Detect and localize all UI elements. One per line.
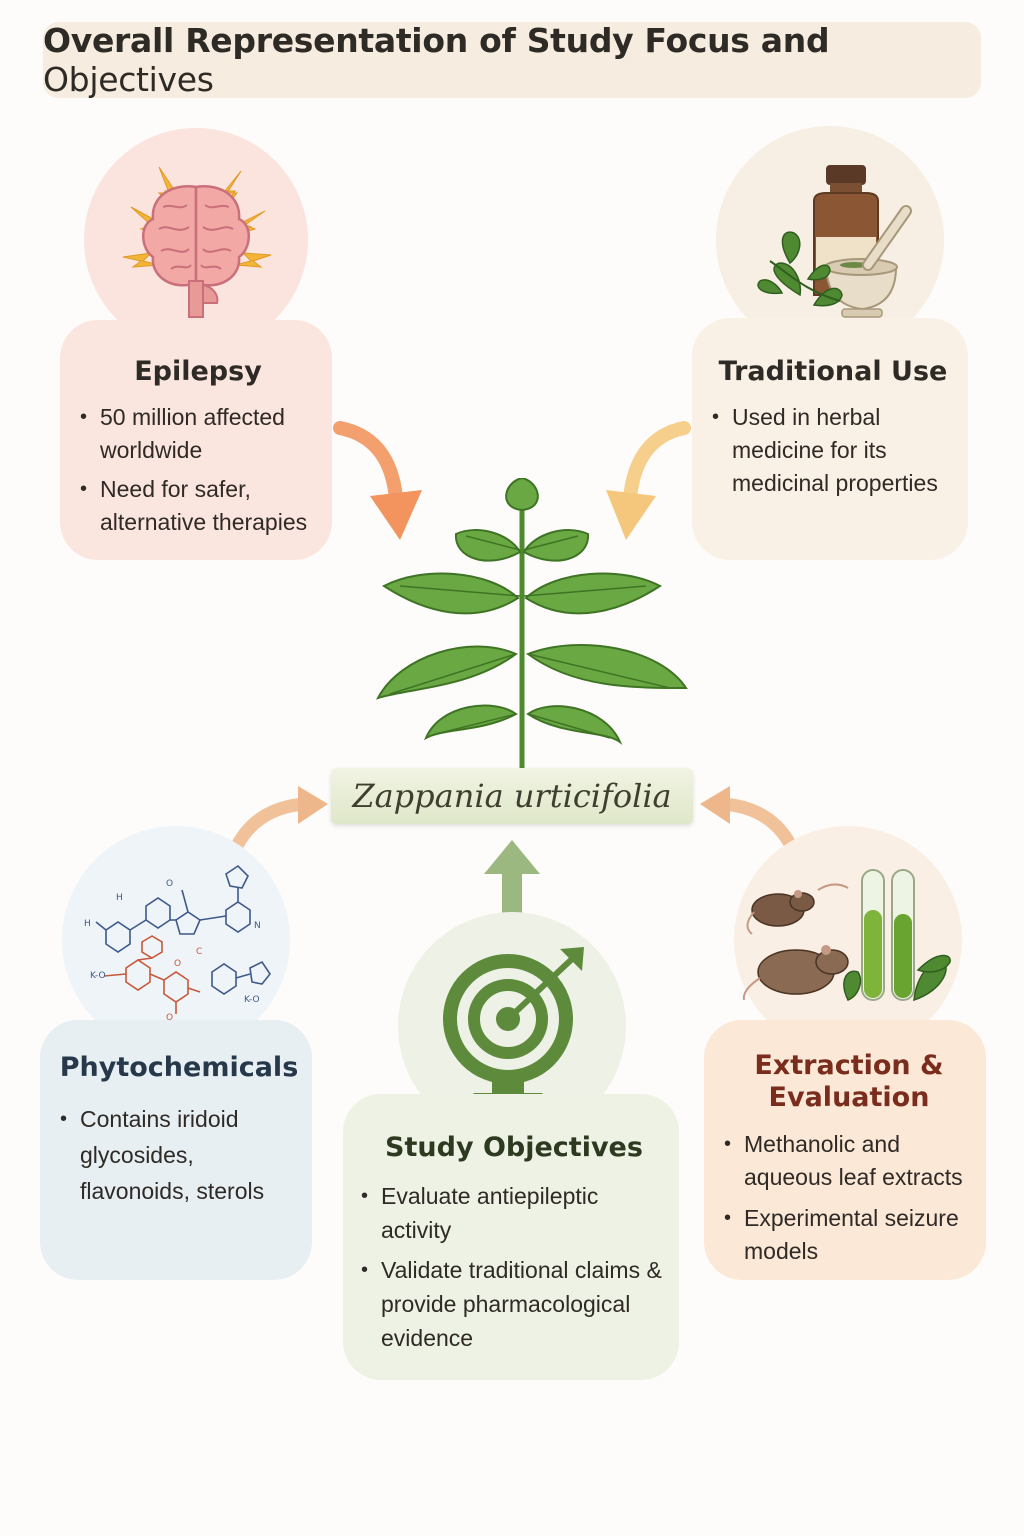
- molecule-icon: C O O H H O K-O K-O N: [84, 864, 271, 1023]
- arrow-epilepsy-to-plant-icon: [333, 421, 422, 540]
- phytochemicals-icon-circle: C O O H H O K-O K-O N: [62, 826, 290, 1054]
- phytochemicals-card: Phytochemicals Contains iridoid glycosid…: [40, 1020, 312, 1280]
- svg-text:O: O: [174, 959, 181, 969]
- target-icon: [443, 947, 584, 1103]
- study-objectives-card: Study Objectives Evaluate antiepileptic …: [343, 1094, 679, 1380]
- study-bullet: Evaluate antiepileptic activity: [359, 1179, 669, 1247]
- svg-text:H: H: [116, 893, 123, 903]
- arrow-study-to-label-icon: [484, 840, 540, 914]
- extraction-icon-circle: [734, 826, 962, 1054]
- epilepsy-bullet-list: 50 million affected worldwide Need for s…: [78, 401, 318, 539]
- arrow-phyto-to-label-icon: [231, 786, 328, 851]
- extraction-card: Extraction & Evaluation Methanolic and a…: [704, 1020, 986, 1280]
- species-label: Zappania urticifolia: [331, 768, 693, 824]
- page-title: Overall Representation of Study Focus an…: [43, 21, 981, 99]
- study-bullet: Validate traditional claims & provide ph…: [359, 1253, 669, 1355]
- title-main: Overall Representation of Study Focus an…: [43, 21, 830, 60]
- phytochemicals-bullet-list: Contains iridoid glycosides, flavonoids,…: [58, 1101, 300, 1209]
- title-tail: Objectives: [43, 60, 214, 99]
- traditional-heading: Traditional Use: [718, 356, 948, 387]
- mortar-bottle-icon: [757, 165, 912, 318]
- extraction-heading: Extraction & Evaluation: [754, 1050, 944, 1113]
- extraction-bullet: Experimental seizure models: [722, 1202, 976, 1268]
- traditional-bullet: Used in herbal medicine for its medicina…: [710, 401, 956, 500]
- study-bullet-list: Evaluate antiepileptic activity Validate…: [359, 1179, 669, 1355]
- traditional-bullet-list: Used in herbal medicine for its medicina…: [710, 401, 956, 500]
- svg-text:H: H: [84, 919, 91, 929]
- plant-illustration: [375, 478, 688, 774]
- epilepsy-bullet: 50 million affected worldwide: [78, 401, 318, 467]
- epilepsy-bullet: Need for safer, alternative therapies: [78, 473, 318, 539]
- study-heading: Study Objectives: [385, 1132, 643, 1163]
- epilepsy-icon-circle: [84, 128, 308, 352]
- svg-text:K-O: K-O: [244, 995, 260, 1005]
- species-name: Zappania urticifolia: [352, 777, 672, 815]
- epilepsy-heading: Epilepsy: [134, 356, 262, 387]
- svg-text:K-O: K-O: [90, 971, 106, 981]
- svg-text:O: O: [166, 1013, 173, 1023]
- rats-test-tubes-icon: [742, 869, 951, 1002]
- svg-text:N: N: [254, 921, 261, 931]
- phytochemicals-bullet: Contains iridoid glycosides, flavonoids,…: [58, 1101, 300, 1209]
- title-banner: Overall Representation of Study Focus an…: [43, 21, 981, 99]
- phytochemicals-heading: Phytochemicals: [59, 1052, 299, 1083]
- traditional-card: Traditional Use Used in herbal medicine …: [692, 318, 968, 560]
- extraction-bullet: Methanolic and aqueous leaf extracts: [722, 1128, 976, 1194]
- brain-icon: [122, 166, 272, 318]
- arrow-traditional-to-plant-icon: [606, 421, 691, 540]
- epilepsy-card: Epilepsy 50 million affected worldwide N…: [60, 320, 332, 560]
- arrow-extraction-to-label-icon: [700, 786, 797, 851]
- svg-text:C: C: [196, 947, 202, 957]
- extraction-bullet-list: Methanolic and aqueous leaf extracts Exp…: [722, 1128, 976, 1268]
- traditional-icon-circle: [716, 126, 944, 354]
- svg-text:O: O: [166, 879, 173, 889]
